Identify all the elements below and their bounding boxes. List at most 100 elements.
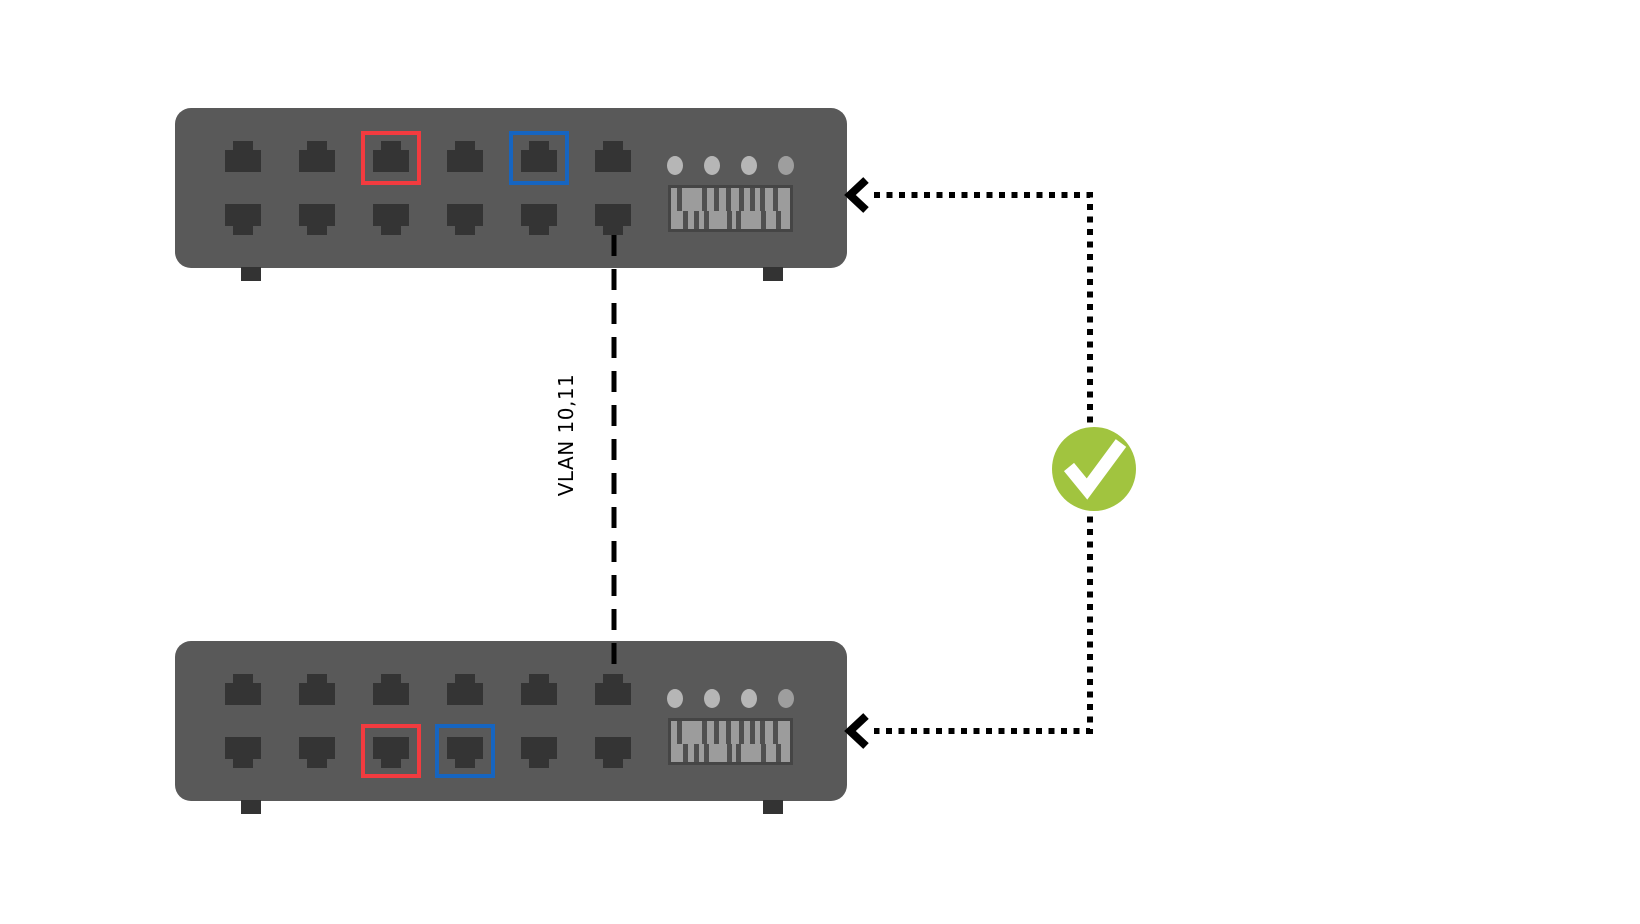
rj45-port	[372, 204, 409, 235]
rj45-port	[520, 737, 557, 768]
grille-bar	[773, 188, 779, 212]
port-tab	[306, 674, 327, 683]
rj45-port	[372, 737, 409, 768]
port-tab	[528, 226, 549, 235]
grille-bar	[676, 721, 682, 745]
port-tab	[528, 759, 549, 768]
rj45-port	[224, 674, 261, 705]
grille-bar	[761, 744, 767, 762]
port-body	[520, 737, 557, 759]
port-tab	[380, 141, 401, 150]
port-body	[224, 683, 261, 705]
grille-bar	[760, 188, 766, 212]
port-body	[298, 150, 335, 172]
port-tab	[454, 759, 475, 768]
vlan-label: VLAN 10,11	[554, 373, 578, 497]
rj45-port	[224, 204, 261, 235]
status-led	[667, 689, 683, 708]
port-tab	[602, 226, 623, 235]
rj45-port	[520, 204, 557, 235]
port-tab	[454, 674, 475, 683]
grille-bar	[726, 744, 732, 762]
port-highlight-blue	[434, 724, 495, 778]
rj45-port	[298, 204, 335, 235]
grille-bar	[775, 744, 781, 762]
port-body	[298, 737, 335, 759]
chassis-foot	[241, 800, 261, 814]
grille-bar	[701, 188, 707, 212]
grille-bar	[693, 744, 699, 762]
rj45-port	[298, 674, 335, 705]
port-body	[446, 150, 483, 172]
port-highlight-red	[360, 131, 421, 185]
port-body	[594, 683, 631, 705]
grille-bar	[725, 188, 731, 212]
vent-grille	[668, 185, 793, 232]
port-body	[520, 204, 557, 226]
rj45-port	[446, 141, 483, 172]
arrowhead-icon	[844, 713, 869, 749]
port-tab	[602, 141, 623, 150]
rj45-port	[224, 737, 261, 768]
port-tab	[306, 141, 327, 150]
port-body	[372, 204, 409, 226]
status-led	[778, 156, 794, 175]
grille-bar	[736, 211, 742, 229]
grille-bar	[704, 211, 710, 229]
rj45-port	[446, 737, 483, 768]
port-tab	[528, 141, 549, 150]
rj45-port	[594, 737, 631, 768]
port-tab	[602, 759, 623, 768]
port-tab	[306, 226, 327, 235]
rj45-port	[594, 674, 631, 705]
port-tab	[380, 759, 401, 768]
chassis-foot	[763, 267, 783, 281]
grille-bar	[749, 188, 755, 212]
rj45-port	[594, 204, 631, 235]
status-led	[667, 156, 683, 175]
grille-bar	[701, 721, 707, 745]
grille-bar	[713, 188, 719, 212]
grille-bar	[713, 721, 719, 745]
status-led	[704, 689, 720, 708]
status-led	[741, 689, 757, 708]
grille-bar	[676, 188, 682, 212]
port-body	[372, 683, 409, 705]
port-body	[224, 737, 261, 759]
grille-bar	[760, 721, 766, 745]
rj45-port	[298, 141, 335, 172]
port-tab	[306, 759, 327, 768]
switch-chassis-top	[175, 108, 847, 281]
port-body	[298, 683, 335, 705]
port-body	[372, 150, 409, 172]
port-tab	[380, 674, 401, 683]
port-tab	[454, 226, 475, 235]
success-check-icon	[1052, 427, 1136, 511]
port-highlight-blue	[508, 131, 569, 185]
grille-bar	[738, 188, 744, 212]
grille-bar	[738, 721, 744, 745]
port-body	[520, 150, 557, 172]
port-body	[224, 150, 261, 172]
status-led	[778, 689, 794, 708]
grille-bar	[693, 211, 699, 229]
grille-bar	[761, 211, 767, 229]
port-body	[446, 683, 483, 705]
grille-bar	[682, 744, 688, 762]
grille-bar	[749, 721, 755, 745]
check-mark	[1063, 439, 1127, 500]
port-highlight-red	[360, 724, 421, 778]
rj45-port	[298, 737, 335, 768]
rj45-port	[594, 141, 631, 172]
rj45-port	[520, 141, 557, 172]
port-tab	[602, 674, 623, 683]
port-tab	[528, 674, 549, 683]
grille-bar	[725, 721, 731, 745]
grille-bar	[775, 211, 781, 229]
chassis-foot	[241, 267, 261, 281]
rj45-port	[520, 674, 557, 705]
port-tab	[232, 674, 253, 683]
port-body	[446, 737, 483, 759]
feedback-dotted-line	[874, 192, 1093, 734]
